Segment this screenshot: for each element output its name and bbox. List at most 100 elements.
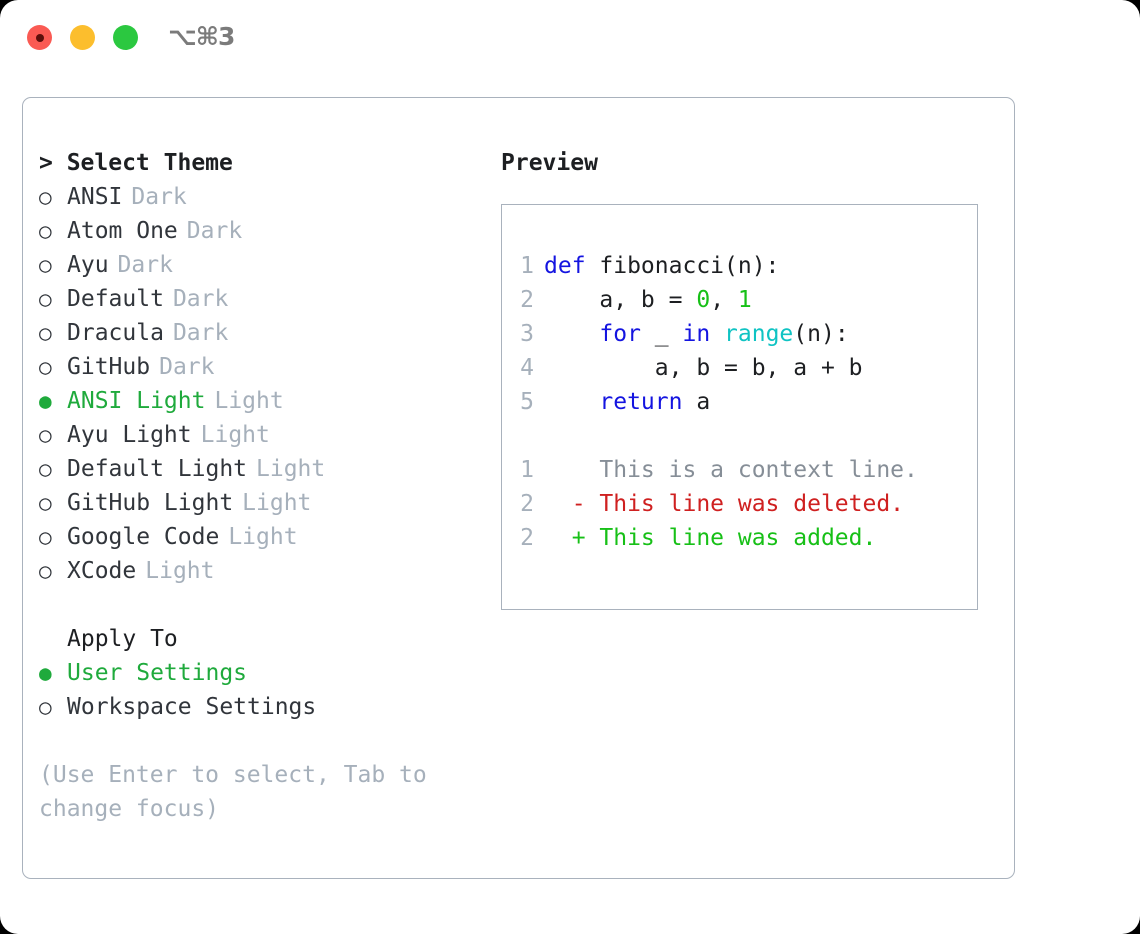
code-token-plain <box>544 321 599 347</box>
radio-unselected-icon: ○ <box>39 253 52 277</box>
apply-to-option-label: User Settings <box>67 660 248 686</box>
code-token-num: 0 <box>696 287 711 313</box>
theme-option-variant: Dark <box>131 184 187 210</box>
diff-line-number: 2 <box>520 525 534 551</box>
theme-option-label: XCode <box>67 558 137 584</box>
preview-title: Preview <box>501 150 598 176</box>
code-line: 4 a, b = b, a + b <box>502 351 977 385</box>
minimize-button[interactable] <box>70 25 95 50</box>
list-spacer <box>39 588 479 622</box>
theme-option-variant: Dark <box>186 218 243 244</box>
theme-option-default-light[interactable]: ○ Default Light Light <box>39 452 479 486</box>
theme-option-label: Ayu <box>67 252 109 278</box>
theme-option-variant: Light <box>145 558 215 584</box>
theme-option-ansi[interactable]: ○ ANSI Dark <box>39 180 479 214</box>
close-button[interactable] <box>27 25 52 50</box>
diff-line-content: - This line was deleted. <box>544 491 905 517</box>
code-line-number: 1 <box>520 253 534 279</box>
code-token-plain: _ <box>640 321 683 347</box>
keyboard-shortcut-label: ⌥⌘3 <box>168 22 235 51</box>
code-token-plain: fibonacci(n): <box>599 253 780 279</box>
code-line: 1 def fibonacci(n): <box>502 249 977 283</box>
code-token-plain: a, b = <box>544 287 697 313</box>
code-line-number: 3 <box>520 321 534 347</box>
theme-option-label: ANSI Light <box>67 388 206 414</box>
theme-option-default[interactable]: ○ Default Dark <box>39 282 479 316</box>
theme-option-xcode[interactable]: ○ XCode Light <box>39 554 479 588</box>
theme-option-label: Ayu Light <box>67 422 192 448</box>
code-token-kw: for <box>599 321 641 347</box>
apply-to-list[interactable]: ●User Settings○Workspace Settings <box>39 656 479 724</box>
code-token-kw: return <box>599 389 683 415</box>
code-token-plain: , <box>710 287 738 313</box>
apply-to-option-workspace-settings[interactable]: ○Workspace Settings <box>39 690 479 724</box>
code-line-content: a, b = 0, 1 <box>544 283 751 317</box>
diff-line: 2 + This line was added. <box>502 521 977 555</box>
theme-option-variant: Light <box>200 422 270 448</box>
code-line-number: 4 <box>520 355 534 381</box>
theme-option-atom-one[interactable]: ○ Atom One Dark <box>39 214 479 248</box>
radio-unselected-icon: ○ <box>39 559 52 583</box>
radio-unselected-icon: ○ <box>39 457 52 481</box>
code-token-plain: a, b = b, a + b <box>544 355 863 381</box>
theme-option-label: GitHub <box>67 354 151 380</box>
title-bar: ⌥⌘3 <box>0 0 1140 78</box>
code-line: 3 for _ in range(n): <box>502 317 977 351</box>
apply-to-heading: Apply To <box>67 626 178 652</box>
radio-unselected-icon: ○ <box>39 423 52 447</box>
code-token-plain <box>710 321 724 347</box>
radio-unselected-icon: ○ <box>39 219 52 243</box>
code-token-kw: in <box>682 321 711 347</box>
diff-line: 1 This is a context line. <box>502 453 977 487</box>
code-line-content: return a <box>544 385 710 419</box>
code-line-content: a, b = b, a + b <box>544 351 863 385</box>
theme-option-label: GitHub Light <box>67 490 234 516</box>
apply-to-option-label: Workspace Settings <box>67 694 317 720</box>
code-token-plain <box>544 389 599 415</box>
code-token-fn: range <box>724 321 794 347</box>
maximize-button[interactable] <box>113 25 138 50</box>
code-line: 2 a, b = 0, 1 <box>502 283 977 317</box>
code-line-number: 5 <box>520 389 534 415</box>
diff-line-number: 1 <box>520 457 534 483</box>
code-diff-gap <box>502 419 977 453</box>
code-line: 5 return a <box>502 385 977 419</box>
radio-unselected-icon: ○ <box>39 491 52 515</box>
radio-unselected-icon: ○ <box>39 321 52 345</box>
theme-option-label: Atom One <box>67 218 178 244</box>
code-line-content: for _ in range(n): <box>544 317 849 351</box>
radio-unselected-icon: ○ <box>39 287 52 311</box>
theme-option-variant: Dark <box>117 252 173 278</box>
theme-option-label: Dracula <box>67 320 164 346</box>
code-line-content: def fibonacci(n): <box>544 249 779 283</box>
theme-option-ayu[interactable]: ○ Ayu Dark <box>39 248 479 282</box>
code-line-number: 2 <box>520 287 534 313</box>
radio-unselected-icon: ○ <box>39 185 52 209</box>
code-token-plain: a <box>682 389 711 415</box>
theme-option-label: Default <box>67 286 164 312</box>
keyboard-hint-text: (Use Enter to select, Tab to change focu… <box>39 762 441 822</box>
code-token-plain: (n): <box>793 321 849 347</box>
theme-option-label: Google Code <box>67 524 220 550</box>
theme-option-label: Default Light <box>67 456 248 482</box>
theme-option-variant: Dark <box>172 286 229 312</box>
theme-option-variant: Light <box>256 456 326 482</box>
theme-option-label: ANSI <box>67 184 123 210</box>
radio-unselected-icon: ○ <box>39 525 52 549</box>
theme-option-ayu-light[interactable]: ○ Ayu Light Light <box>39 418 479 452</box>
diff-line-number: 2 <box>520 491 534 517</box>
apply-to-option-user-settings[interactable]: ●User Settings <box>39 656 479 690</box>
diff-line-content: This is a context line. <box>544 457 918 483</box>
code-token-kw: def <box>544 253 600 279</box>
